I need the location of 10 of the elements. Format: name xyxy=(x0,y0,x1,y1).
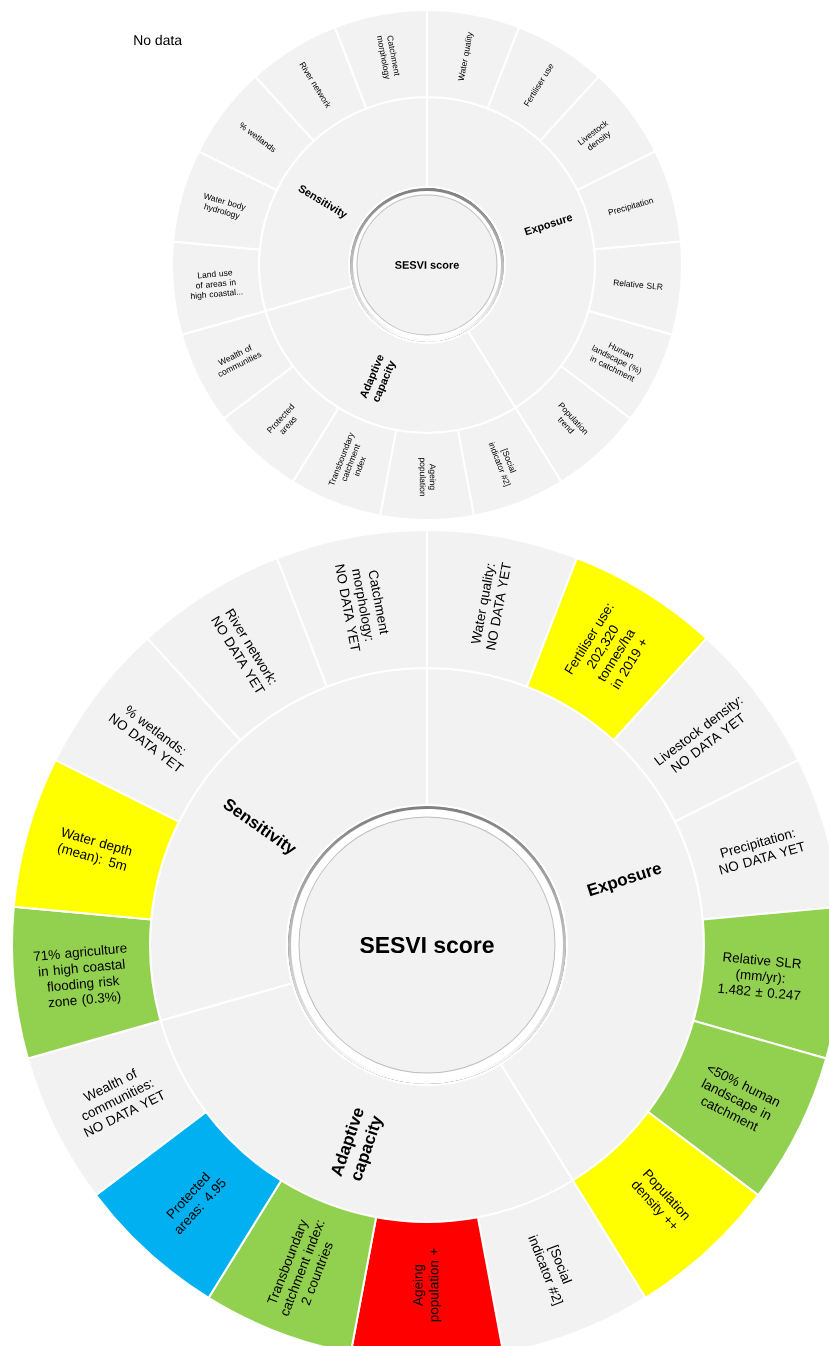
ring-segment: Land use of areas in high coastal... xyxy=(171,240,267,336)
ring-segment: Water quality xyxy=(426,9,521,110)
ring-segment: 71% agriculture in high coastal flooding risk zone (0.3%) xyxy=(11,905,162,1060)
ring-segment: Catchment morphology xyxy=(333,9,428,110)
heading: No data xyxy=(134,34,183,46)
node-label: Relative SLR (mm/yr): 1.482 ± 0.247 xyxy=(718,952,801,1000)
ring-segment: Relative SLR (mm/yr): 1.482 ± 0.247 xyxy=(692,905,829,1060)
ring-segment: Ageing population xyxy=(379,429,475,521)
ring-segment: Catchment morphology: NO DATA YET xyxy=(276,529,428,688)
ring-segment: Relative SLR xyxy=(587,240,683,336)
